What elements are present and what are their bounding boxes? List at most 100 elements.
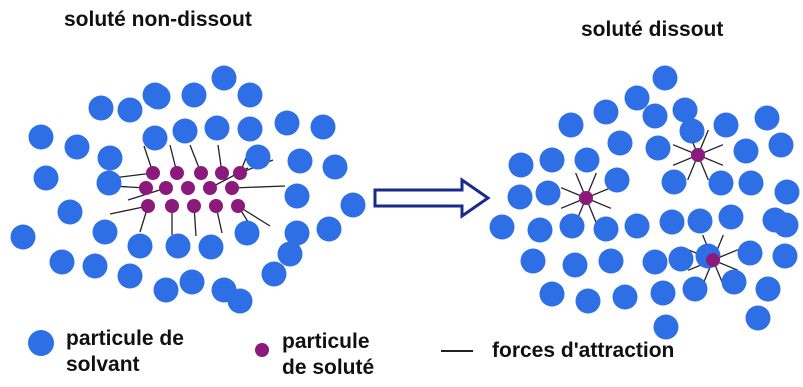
solvent-particle [284, 220, 310, 246]
solvent-particle [82, 253, 108, 279]
solvent-particle [672, 97, 698, 123]
legend-solvent-label-line1: particule de [66, 327, 184, 350]
undissolved-solute-title: soluté non-dissout [64, 8, 252, 31]
solvent-particle [624, 213, 650, 239]
solute-particle [194, 166, 208, 180]
solute-particle [233, 166, 247, 180]
solvent-particle [261, 261, 287, 287]
solvent-particle [539, 281, 565, 307]
solvent-particle [768, 132, 794, 158]
solute-particle [579, 191, 593, 205]
solvent-particle [604, 167, 630, 193]
legend-solute-label-line1: particule [282, 330, 370, 353]
solvent-particle [127, 233, 153, 259]
solvent-particle [645, 135, 671, 161]
solvent-particle [653, 314, 679, 340]
solvent-particle [687, 208, 713, 234]
solvent-particle [142, 125, 168, 151]
solvent-particle [274, 110, 300, 136]
solvent-particle [227, 288, 253, 314]
solvent-particle [508, 152, 534, 178]
solvent-particle [88, 95, 114, 121]
solvent-particle [49, 249, 75, 275]
solvent-particle [659, 209, 685, 235]
solvent-particle [539, 147, 565, 173]
solvent-particle [754, 105, 780, 131]
solute-particle [706, 253, 720, 267]
solvent-particle [172, 118, 198, 144]
solvent-particle [96, 170, 122, 196]
solute-particle [225, 181, 239, 195]
solvent-particle [92, 219, 118, 245]
dissolved-solute-title: soluté dissout [581, 18, 724, 41]
legend-solvent-label-line2: solvant [66, 353, 140, 376]
solvent-particle [772, 243, 798, 269]
solute-particle [691, 148, 705, 162]
solvent-particle [198, 234, 224, 260]
solvent-particle [650, 280, 676, 306]
legend-solvent-dot [28, 330, 54, 356]
solvent-particle [507, 184, 533, 210]
solute-particle [187, 199, 201, 213]
solvent-particle [738, 170, 764, 196]
solvent-particle [117, 97, 143, 123]
solvent-particle [558, 112, 584, 138]
solvent-particle [277, 241, 303, 267]
solvent-particle [762, 207, 788, 233]
solvent-particle [57, 199, 83, 225]
solute-particles [139, 148, 720, 267]
solvent-particle [745, 305, 771, 331]
solvent-particle [211, 65, 237, 91]
solvent-particle [28, 124, 54, 150]
solvent-particle [234, 220, 260, 246]
solvent-particle [204, 115, 230, 141]
solute-particle [231, 199, 245, 213]
solvent-particle [520, 248, 546, 274]
solute-particle [146, 166, 160, 180]
solvent-particle [612, 284, 638, 310]
solute-particle [203, 181, 217, 195]
solvent-particle [310, 114, 336, 140]
solvent-particle [153, 277, 179, 303]
solvent-particle [535, 180, 561, 206]
solvent-particle [737, 240, 763, 266]
solvent-particle [97, 145, 123, 171]
solvent-particle [679, 118, 705, 144]
solute-particle [209, 199, 223, 213]
solvent-particle [142, 82, 168, 108]
solvent-particle [64, 134, 90, 160]
solvent-particle [733, 138, 759, 164]
solvent-particle [117, 263, 143, 289]
solvent-particle [562, 252, 588, 278]
solvent-particle [245, 144, 271, 170]
legend-solute-dot [255, 343, 269, 357]
attraction-line [231, 185, 286, 189]
solvent-particle [179, 269, 205, 295]
solvent-particle [721, 269, 747, 295]
solvent-particle [284, 183, 310, 209]
solvent-particle [340, 192, 366, 218]
solvent-particle [165, 233, 191, 259]
solvent-particle [708, 170, 734, 196]
solvent-particle [33, 165, 59, 191]
solvent-particle [322, 154, 348, 180]
solvent-particle [559, 213, 585, 239]
solvent-particle [642, 249, 668, 275]
legend-solute-label-line2: de soluté [282, 356, 375, 379]
solvent-particle [237, 82, 263, 108]
solvent-particle [607, 130, 633, 156]
solvent-particle [237, 116, 263, 142]
solvent-particle [661, 169, 687, 195]
solvent-particle [527, 217, 553, 243]
solvent-particle [593, 99, 619, 125]
solvent-particle [755, 276, 781, 302]
solvent-particle [593, 216, 619, 242]
solvent-particle [642, 103, 668, 129]
solvent-particle [682, 276, 708, 302]
solvent-particle [316, 216, 342, 242]
solvent-particle [718, 204, 744, 230]
solvent-particles [10, 65, 800, 340]
solvent-particle [652, 65, 678, 91]
solute-particle [139, 181, 153, 195]
